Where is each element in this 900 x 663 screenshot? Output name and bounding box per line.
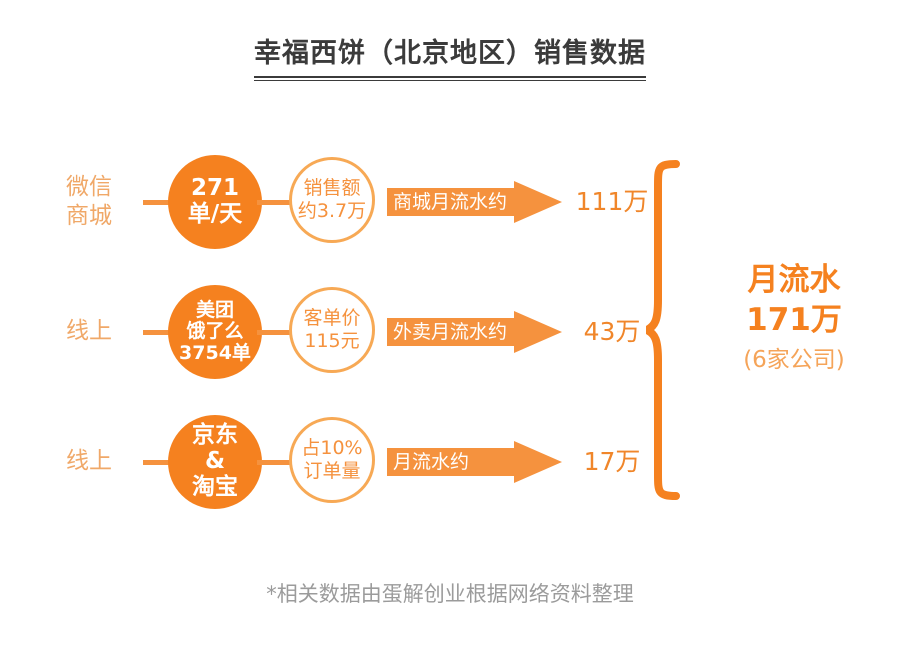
connector-line-left <box>143 460 179 465</box>
summary-value: 171万 <box>746 301 842 338</box>
summary-block: 月流水 171万 (6家公司) <box>694 262 894 374</box>
result-value: 43万 <box>583 317 641 346</box>
source-label: 线上 <box>66 448 112 475</box>
curly-brace-icon <box>646 160 680 500</box>
arrow-label: 月流水约 <box>393 451 470 473</box>
title-block: 幸福西饼（北京地区）销售数据 <box>0 38 900 82</box>
summary-title: 月流水 <box>747 262 841 298</box>
metric-circle: 美团 饿了么 3754单 <box>168 285 262 379</box>
summary-note: (6家公司) <box>743 346 845 373</box>
flow-row-meituan-eleme: 线上 美团 饿了么 3754单 客单价 115元 外卖月流水约 43万 <box>0 277 900 387</box>
detail-circle: 客单价 115元 <box>289 287 375 373</box>
title-underline-rule <box>254 76 646 82</box>
detail-circle: 占10% 订单量 <box>289 417 375 503</box>
footnote: *相关数据由蛋解创业根据网络资料整理 <box>266 582 634 606</box>
source-label: 线上 <box>66 318 112 345</box>
source-label: 微信 商城 <box>66 173 112 229</box>
connector-line-right <box>257 330 293 335</box>
connector-line-right <box>257 200 293 205</box>
metric-circle: 271 单/天 <box>168 155 262 249</box>
flow-arrow: 月流水约 <box>387 441 562 483</box>
arrow-label: 外卖月流水约 <box>393 321 508 343</box>
detail-circle: 销售额 约3.7万 <box>289 157 375 243</box>
connector-line-right <box>257 460 293 465</box>
connector-line-left <box>143 330 179 335</box>
arrow-label: 商城月流水约 <box>393 191 508 213</box>
flow-row-wechat-mall: 微信 商城 271 单/天 销售额 约3.7万 商城月流水约 111万 <box>0 147 900 257</box>
flow-arrow: 商城月流水约 <box>387 181 562 223</box>
metric-circle: 京东 & 淘宝 <box>168 415 262 509</box>
result-value: 17万 <box>583 447 641 476</box>
flow-arrow: 外卖月流水约 <box>387 311 562 353</box>
result-value: 111万 <box>575 187 649 216</box>
page-title: 幸福西饼（北京地区）销售数据 <box>254 38 646 69</box>
flow-row-jd-taobao: 线上 京东 & 淘宝 占10% 订单量 月流水约 17万 <box>0 407 900 517</box>
connector-line-left <box>143 200 179 205</box>
